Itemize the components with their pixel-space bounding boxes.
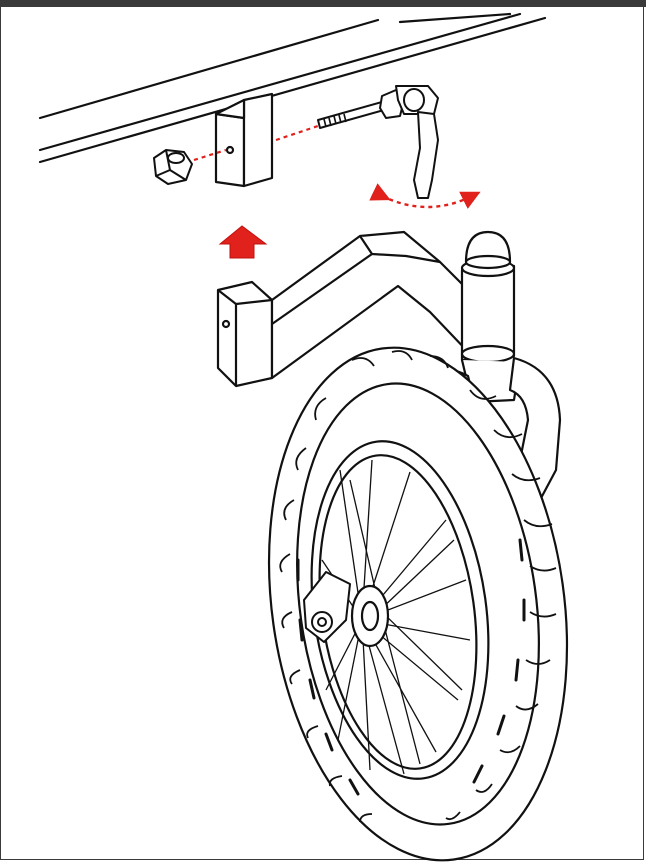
alignment-dashed-lines: [193, 124, 319, 162]
mounting-bracket-icon: [214, 92, 274, 188]
lock-nut-icon: [153, 149, 193, 185]
quick-release-skewer-icon: [317, 85, 439, 199]
push-up-arrow-icon: [218, 225, 268, 259]
swivel-wheel-icon: [267, 346, 569, 862]
axle-clamp-icon: [303, 571, 351, 643]
frame-top-border: [0, 0, 646, 7]
rotate-lever-arrow-icon: [369, 183, 481, 209]
trailer-frame-bar-icon: [38, 12, 547, 164]
